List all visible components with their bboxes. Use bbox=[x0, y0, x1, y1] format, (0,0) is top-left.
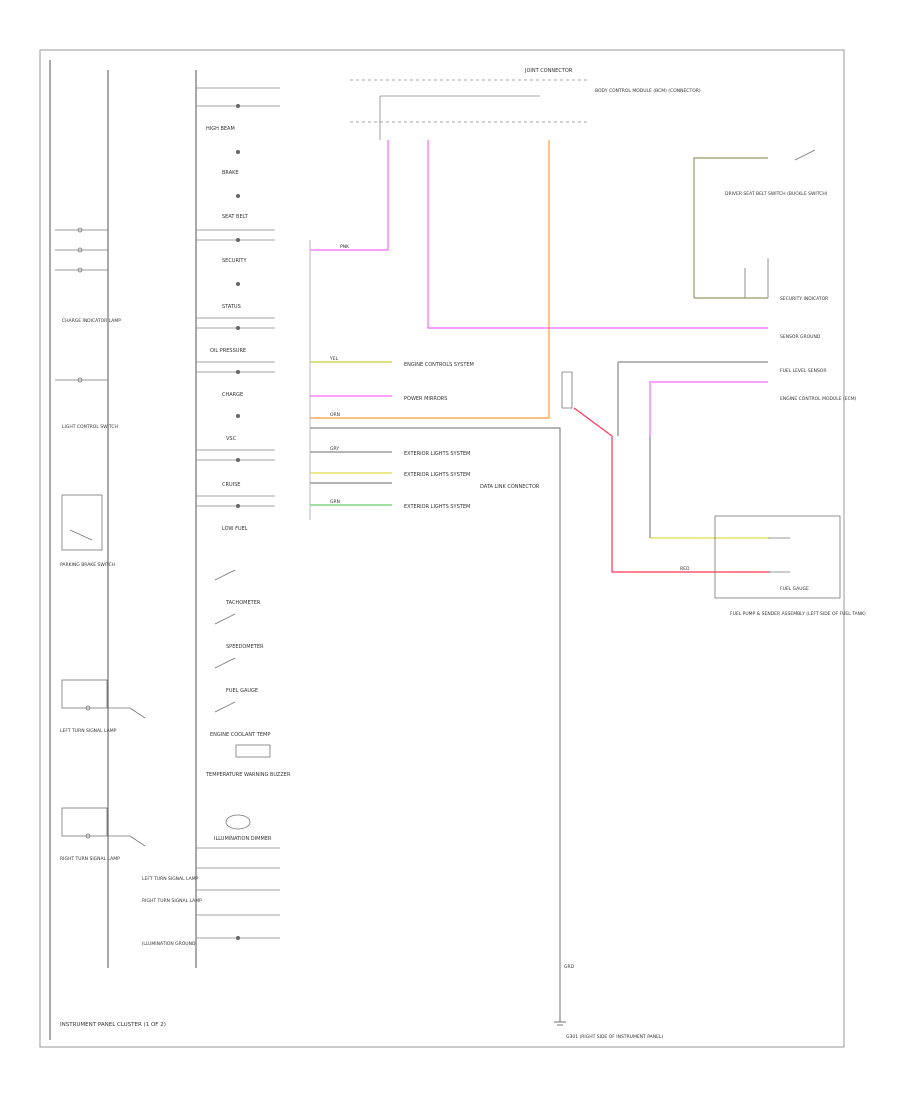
gauge-label: TEMPERATURE WARNING BUZZER bbox=[205, 772, 291, 778]
right-labels: DRIVER SEAT BELT SWITCH (BUCKLE SWITCH) … bbox=[725, 191, 866, 617]
orange-wire bbox=[310, 140, 550, 419]
indicator-label: HIGH BEAM bbox=[206, 126, 235, 132]
center-label: EXTERIOR LIGHTS SYSTEM bbox=[404, 472, 470, 478]
top-connector-title: JOINT CONNECTOR bbox=[524, 68, 573, 74]
gauge-label: ILLUMINATION DIMMER bbox=[214, 836, 272, 842]
left-label: RIGHT TURN SIGNAL LAMP bbox=[60, 856, 120, 862]
panel-caption: INSTRUMENT PANEL CLUSTER (1 OF 2) bbox=[60, 1022, 166, 1028]
center-labels: ENGINE CONTROLS SYSTEM POWER MIRRORS EXT… bbox=[404, 362, 540, 510]
ground-wire-label: GRD bbox=[564, 964, 575, 970]
indicator-label: BRAKE bbox=[222, 170, 239, 176]
right-label: FUEL PUMP & SENDER ASSEMBLY (LEFT SIDE O… bbox=[730, 611, 866, 617]
indicator-bulbs bbox=[236, 104, 240, 940]
top-connector-sub: BODY CONTROL MODULE (BCM) (CONNECTOR) bbox=[595, 88, 701, 94]
red-wire bbox=[573, 407, 770, 573]
wire-label-pink: PNK bbox=[340, 244, 350, 250]
wire-label-red: RED bbox=[680, 566, 690, 572]
right-label: SENSOR GROUND bbox=[780, 334, 821, 340]
gauge-label: FUEL GAUGE bbox=[226, 688, 258, 694]
indicator-label: STATUS bbox=[222, 304, 241, 310]
gray-wire-ground bbox=[310, 427, 561, 1022]
indicator-label: VSC bbox=[226, 436, 237, 442]
right-label: ENGINE CONTROL MODULE (ECM) bbox=[780, 396, 857, 402]
left-label: LIGHT CONTROL SWITCH bbox=[62, 424, 118, 430]
gauge-label: ENGINE COOLANT TEMP bbox=[210, 732, 270, 738]
right-components bbox=[561, 149, 841, 599]
ground-note: G301 (RIGHT SIDE OF INSTRUMENT PANEL) bbox=[566, 1034, 663, 1040]
pink-wire-main bbox=[427, 140, 768, 329]
indicator-label: SEAT BELT bbox=[222, 214, 249, 220]
gauge-label: TACHOMETER bbox=[225, 600, 261, 606]
olive-wire bbox=[693, 157, 768, 298]
center-label: ENGINE CONTROLS SYSTEM bbox=[404, 362, 474, 368]
gauge-symbols bbox=[214, 569, 271, 830]
right-label: FUEL LEVEL SENSOR bbox=[780, 368, 826, 374]
gauge-label: SPEEDOMETER bbox=[226, 644, 264, 650]
wire-labels: PNK ORN YEL GRY GRN RED bbox=[329, 244, 690, 572]
center-label: EXTERIOR LIGHTS SYSTEM bbox=[404, 451, 470, 457]
center-label: POWER MIRRORS bbox=[404, 396, 447, 402]
ground-symbol bbox=[554, 1021, 566, 1026]
center-label: DATA LINK CONNECTOR bbox=[480, 484, 540, 490]
pink-wire-top bbox=[310, 140, 389, 251]
indicator-labels: HIGH BEAM BRAKE SEAT BELT SECURITY OIL P… bbox=[206, 126, 249, 532]
left-labels: CHARGE INDICATOR LAMP LIGHT CONTROL SWIT… bbox=[60, 318, 121, 862]
diagram-frame bbox=[39, 49, 845, 1048]
gauge-labels: TACHOMETER SPEEDOMETER FUEL GAUGE ENGINE… bbox=[205, 600, 291, 842]
pink-wire-right bbox=[649, 381, 768, 436]
left-label: PARKING BRAKE SWITCH bbox=[60, 562, 115, 568]
indicator-label: SECURITY bbox=[222, 258, 247, 264]
bottom-left-label: RIGHT TURN SIGNAL LAMP bbox=[142, 898, 202, 904]
left-components bbox=[55, 227, 146, 847]
indicator-label: LOW FUEL bbox=[222, 526, 248, 532]
wire-label-green: GRN bbox=[330, 499, 340, 505]
left-label: LEFT TURN SIGNAL LAMP bbox=[60, 728, 117, 734]
indicator-label: OIL PRESSURE bbox=[210, 348, 246, 354]
top-connector: JOINT CONNECTOR BODY CONTROL MODULE (BCM… bbox=[350, 68, 701, 140]
wires bbox=[309, 140, 770, 1022]
indicator-label: CHARGE bbox=[222, 392, 243, 398]
center-label: EXTERIOR LIGHTS SYSTEM bbox=[404, 504, 470, 510]
bottom-left-labels: LEFT TURN SIGNAL LAMP RIGHT TURN SIGNAL … bbox=[142, 876, 202, 947]
bottom-left-label: ILLUMINATION GROUND bbox=[142, 941, 196, 947]
wire-label-orange: ORN bbox=[330, 412, 340, 418]
right-label: DRIVER SEAT BELT SWITCH (BUCKLE SWITCH) bbox=[725, 191, 828, 197]
right-label: FUEL GAUGE bbox=[780, 586, 809, 592]
bottom-left-label: LEFT TURN SIGNAL LAMP bbox=[142, 876, 199, 882]
right-label: SECURITY INDICATOR bbox=[780, 296, 828, 302]
indicator-rows bbox=[196, 87, 280, 939]
wire-label-gray: GRY bbox=[330, 446, 339, 452]
left-label: CHARGE INDICATOR LAMP bbox=[62, 318, 121, 324]
indicator-label: CRUISE bbox=[222, 482, 240, 488]
wire-label-yellow: YEL bbox=[329, 356, 339, 362]
cluster-box bbox=[49, 60, 197, 1040]
